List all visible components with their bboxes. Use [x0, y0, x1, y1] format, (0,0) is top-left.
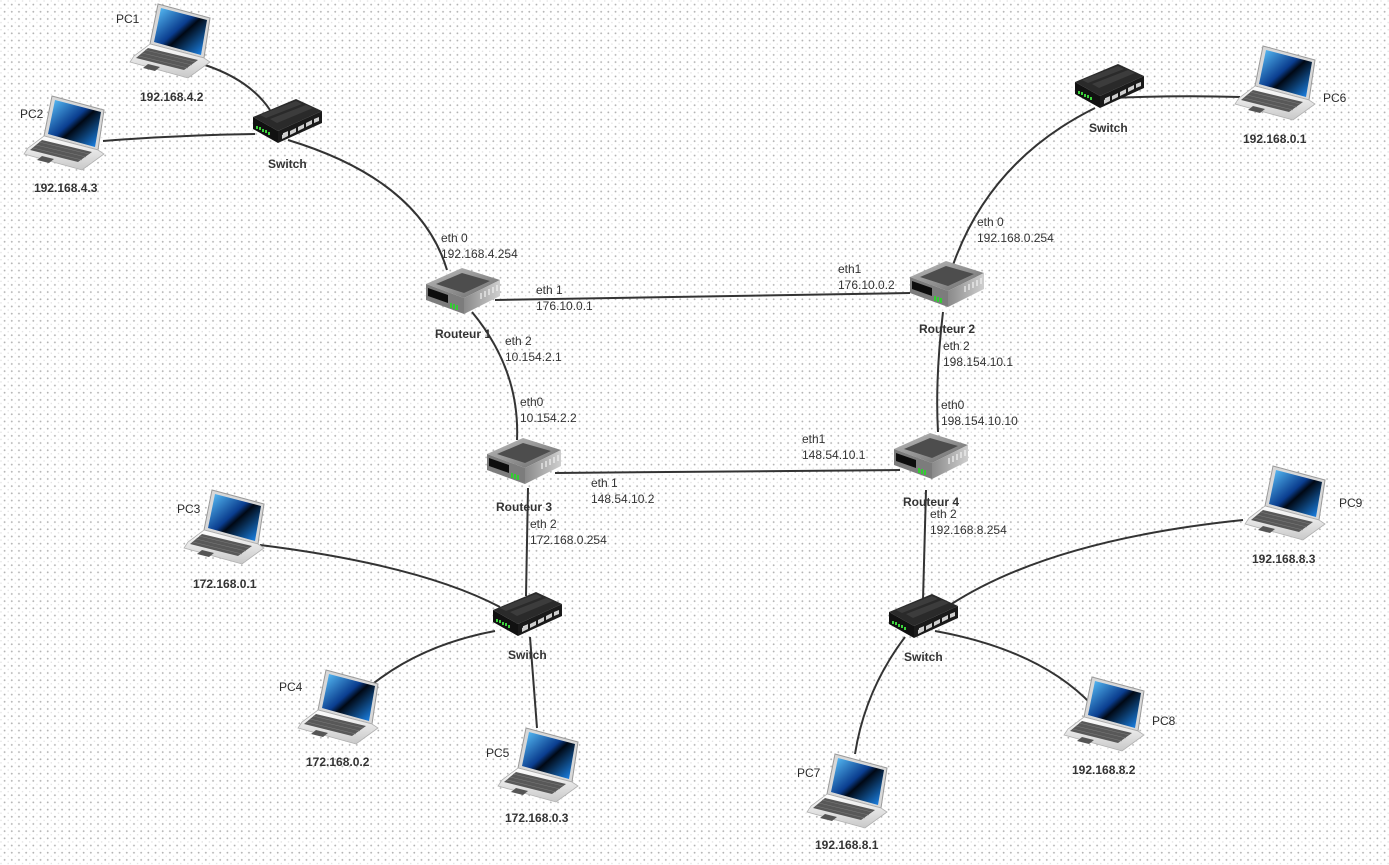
switch1-label: Switch — [268, 157, 307, 171]
r2-eth1-ip: 176.10.0.2 — [838, 278, 895, 292]
link-pc6-sw2 — [1109, 95, 1241, 99]
link-r1-r2 — [494, 292, 911, 301]
r4-eth2-iface: eth 2 — [930, 507, 957, 521]
r1-eth1-iface: eth 1 — [536, 283, 563, 297]
r3-eth1-ip: 148.54.10.2 — [591, 492, 655, 506]
switch4-switch-icon[interactable] — [889, 594, 958, 638]
r2-eth0-ip: 192.168.0.254 — [977, 231, 1054, 245]
links-layer — [102, 64, 1244, 755]
link-pc1-sw1 — [204, 64, 271, 111]
router4-label: Routeur 4 — [903, 495, 960, 509]
link-pc4-sw3 — [368, 630, 496, 688]
r4-eth1-ip: 148.54.10.1 — [802, 448, 866, 462]
pc5-name: PC5 — [486, 746, 510, 760]
switch2-switch-icon[interactable] — [1075, 64, 1144, 108]
switch4-label: Switch — [904, 650, 943, 664]
router1-label: Routeur 1 — [435, 327, 492, 341]
r2-eth1-iface: eth1 — [838, 262, 862, 276]
router2-label: Routeur 2 — [919, 322, 976, 336]
pc8-laptop-icon[interactable] — [1063, 676, 1145, 752]
router1-router-icon[interactable] — [425, 267, 501, 315]
pc1-ip: 192.168.4.2 — [140, 90, 204, 104]
r3-eth1-iface: eth 1 — [591, 476, 618, 490]
switch3-label: Switch — [508, 648, 547, 662]
r3-eth2-iface: eth 2 — [530, 517, 557, 531]
r1-eth2-iface: eth 2 — [505, 334, 532, 348]
pc9-name: PC9 — [1339, 496, 1363, 510]
pc8-ip: 192.168.8.2 — [1072, 763, 1136, 777]
pc7-ip: 192.168.8.1 — [815, 838, 879, 852]
r4-eth1-iface: eth1 — [802, 432, 826, 446]
pc1-laptop-icon[interactable] — [129, 3, 211, 79]
pc4-name: PC4 — [279, 680, 303, 694]
link-r3-sw3 — [525, 487, 529, 597]
r3-eth2-ip: 172.168.0.254 — [530, 533, 607, 547]
pc6-laptop-icon[interactable] — [1234, 45, 1316, 121]
link-r1-r3 — [471, 311, 519, 441]
pc6-name: PC6 — [1323, 91, 1347, 105]
switch2-label: Switch — [1089, 121, 1128, 135]
pc3-name: PC3 — [177, 502, 201, 516]
switch1-switch-icon[interactable] — [253, 99, 322, 143]
link-pc5-sw3 — [529, 636, 538, 729]
pc9-laptop-icon[interactable] — [1244, 465, 1326, 541]
pc4-ip: 172.168.0.2 — [306, 755, 370, 769]
link-r3-r4 — [554, 469, 901, 474]
router2-router-icon[interactable] — [909, 260, 985, 308]
link-r2-r4 — [936, 311, 944, 433]
r3-eth0-ip: 10.154.2.2 — [520, 411, 577, 425]
link-pc9-sw4 — [949, 519, 1244, 606]
pc9-ip: 192.168.8.3 — [1252, 552, 1316, 566]
r4-eth2-ip: 192.168.8.254 — [930, 523, 1007, 537]
router4-router-icon[interactable] — [893, 432, 969, 480]
r4-eth0-iface: eth0 — [941, 398, 965, 412]
pc1-name: PC1 — [116, 12, 140, 26]
pc8-name: PC8 — [1152, 714, 1176, 728]
r2-eth2-iface: eth 2 — [943, 339, 970, 353]
pc5-ip: 172.168.0.3 — [505, 811, 569, 825]
r1-eth2-ip: 10.154.2.1 — [505, 350, 562, 364]
r4-eth0-ip: 198.154.10.10 — [941, 414, 1018, 428]
pc5-laptop-icon[interactable] — [497, 727, 579, 803]
switch3-switch-icon[interactable] — [493, 592, 562, 636]
r1-eth0-iface: eth 0 — [441, 231, 468, 245]
link-sw1-r1 — [287, 139, 448, 271]
link-pc3-sw3 — [259, 544, 501, 608]
router3-label: Routeur 3 — [496, 500, 553, 514]
pc7-name: PC7 — [797, 766, 821, 780]
r1-eth0-ip: 192.168.4.254 — [441, 247, 518, 261]
r2-eth2-ip: 198.154.10.1 — [943, 355, 1014, 369]
r2-eth0-iface: eth 0 — [977, 215, 1004, 229]
link-sw2-r2 — [952, 107, 1096, 266]
pc2-ip: 192.168.4.3 — [34, 181, 98, 195]
pc6-ip: 192.168.0.1 — [1243, 132, 1307, 146]
pc4-laptop-icon[interactable] — [297, 669, 379, 745]
router3-router-icon[interactable] — [486, 437, 562, 485]
r1-eth1-ip: 176.10.0.1 — [536, 299, 593, 313]
link-pc7-sw4 — [854, 636, 906, 755]
r3-eth0-iface: eth0 — [520, 395, 544, 409]
link-pc8-sw4 — [934, 630, 1093, 706]
pc2-name: PC2 — [20, 107, 44, 121]
link-pc2-sw1 — [102, 133, 256, 142]
link-r4-sw4 — [922, 489, 927, 601]
pc3-ip: 172.168.0.1 — [193, 577, 257, 591]
